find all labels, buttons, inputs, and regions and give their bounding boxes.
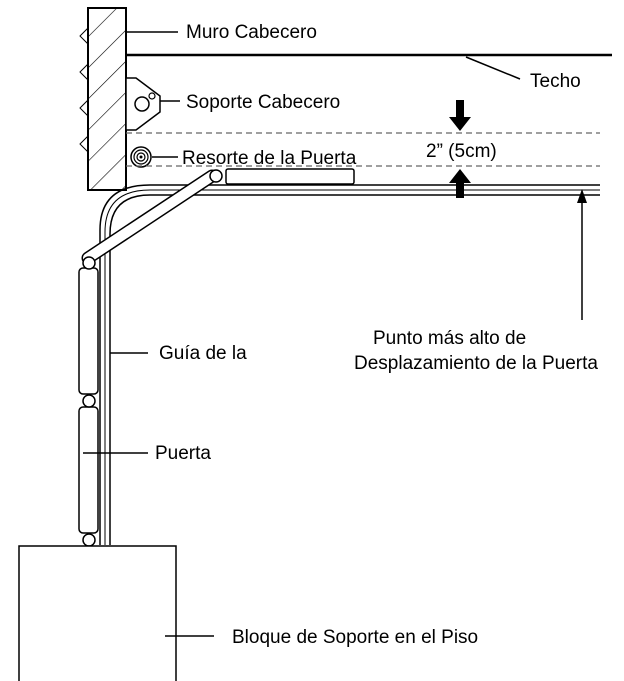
door-spring (130, 146, 152, 168)
label-door: Puerta (155, 443, 211, 464)
label-highest-point-line2: Desplazamiento de la Puerta (354, 353, 598, 374)
angled-door-panel (81, 169, 223, 265)
horizontal-track (150, 184, 600, 196)
top-door-panel (225, 168, 355, 185)
label-clearance: 2” (5cm) (426, 141, 497, 162)
clearance-arrow-down (449, 100, 471, 131)
vertical-door-panels (78, 267, 99, 534)
label-door-track: Guía de la (159, 343, 247, 364)
highest-point-arrow (577, 189, 587, 320)
label-door-spring: Resorte de la Puerta (182, 148, 357, 169)
leader-ceiling (465, 56, 521, 80)
clearance-arrow-up (449, 169, 471, 198)
header-wall (79, 7, 127, 191)
header-bracket (125, 77, 161, 131)
label-ceiling: Techo (530, 71, 581, 92)
label-highest-point-line1: Punto más alto de (373, 328, 526, 349)
floor-support-block (18, 545, 177, 681)
curved-track (99, 184, 151, 545)
label-floor-block: Bloque de Soporte en el Piso (232, 627, 478, 648)
label-header-wall: Muro Cabecero (186, 22, 317, 43)
label-header-bracket: Soporte Cabecero (186, 92, 340, 113)
